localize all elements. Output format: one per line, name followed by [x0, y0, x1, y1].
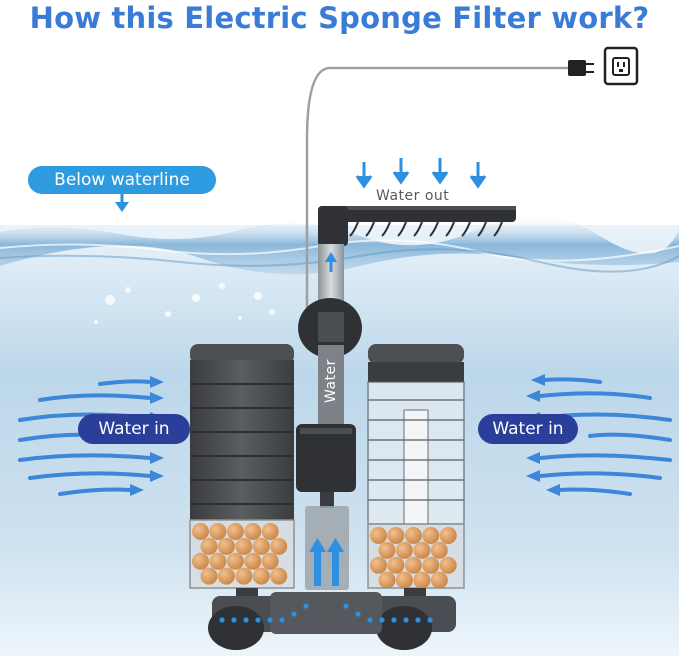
ceramic-ball: [413, 541, 431, 559]
ceramic-ball: [217, 567, 235, 585]
ceramic-ball: [404, 527, 422, 544]
below-waterline-label: Below waterline: [28, 166, 216, 194]
ceramic-ball: [387, 556, 405, 574]
base-manifold: [208, 588, 456, 650]
tube-up-arrow: [325, 252, 337, 272]
ceramic-ball: [244, 523, 262, 540]
ceramic-ball: [395, 571, 413, 589]
tube-water-label: Water: [323, 359, 339, 403]
ceramic-ball: [370, 556, 387, 574]
ceramic-ball: [235, 537, 253, 555]
right-sponge-filter: [367, 344, 465, 589]
spray-bar: [318, 206, 516, 237]
water-in-left-label: Water in: [78, 414, 190, 444]
ceramic-ball: [261, 552, 279, 570]
ceramic-ball: [430, 571, 448, 589]
ceramic-ball: [192, 523, 209, 540]
ceramic-ball: [387, 527, 405, 544]
ceramic-ball: [378, 571, 396, 589]
power-outlet-icon: [603, 46, 639, 86]
ceramic-ball: [404, 556, 422, 574]
water-out-label: Water out: [376, 188, 450, 204]
ceramic-ball: [261, 523, 279, 540]
power-cable: [305, 66, 570, 340]
ceramic-ball: [370, 527, 387, 544]
water-in-right-label: Water in: [478, 414, 578, 444]
ceramic-ball: [422, 527, 440, 544]
ceramic-ball: [270, 537, 288, 555]
ceramic-ball: [217, 537, 235, 555]
ceramic-ball: [270, 567, 288, 585]
ceramic-ball: [235, 567, 253, 585]
below-waterline-arrow: [115, 194, 129, 212]
page-title: How this Electric Sponge Filter work?: [29, 1, 650, 35]
ceramic-ball: [209, 523, 227, 540]
ceramic-ball: [209, 552, 227, 570]
ceramic-ball: [200, 537, 218, 555]
pump-motor: [296, 424, 356, 492]
ceramic-ball: [439, 527, 457, 544]
ceramic-ball: [252, 537, 270, 555]
left-sponge-filter: [189, 344, 295, 589]
ceramic-ball: [439, 556, 457, 574]
ceramic-ball: [244, 552, 262, 570]
ceramic-ball: [252, 567, 270, 585]
ceramic-ball: [430, 541, 448, 559]
ceramic-ball: [422, 556, 440, 574]
intake-up-arrows: [309, 538, 344, 586]
ceramic-ball: [226, 523, 244, 540]
outlet-elbow: [318, 206, 348, 246]
ceramic-ball: [413, 571, 431, 589]
ceramic-ball: [378, 541, 396, 559]
water-out-arrows: [355, 158, 487, 189]
tube-water-label-wrap: Water: [318, 345, 344, 425]
power-plug-icon: [568, 60, 594, 76]
ceramic-ball: [226, 552, 244, 570]
ceramic-ball: [192, 552, 209, 570]
ceramic-ball: [395, 541, 413, 559]
bubbles: [94, 283, 275, 324]
ceramic-ball: [200, 567, 218, 585]
